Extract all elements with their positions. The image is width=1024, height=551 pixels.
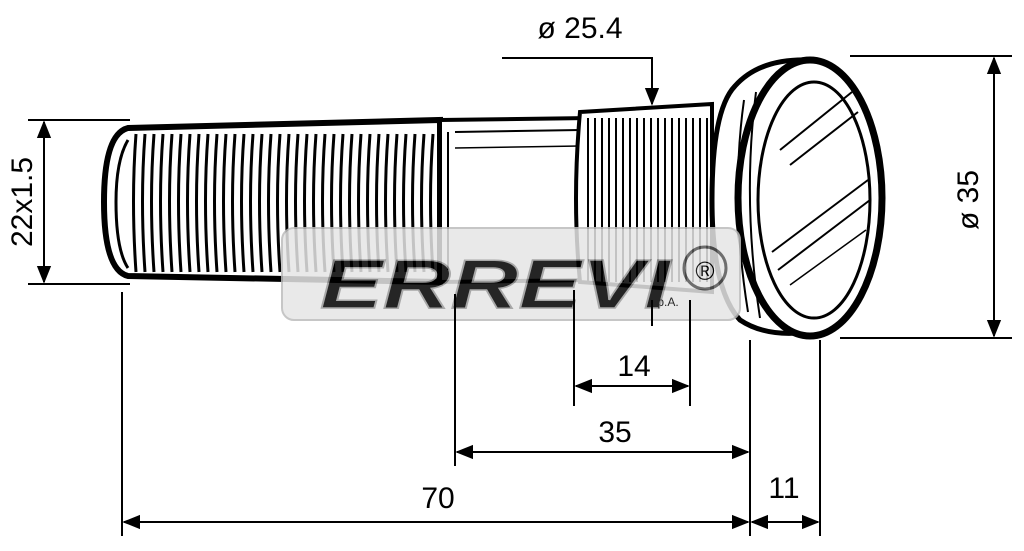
dimension-head-thickness: 11 (750, 340, 821, 536)
threaded-section (100, 116, 443, 286)
knurl-length-label: 14 (617, 350, 650, 383)
thread-ridge (267, 133, 273, 273)
registered-mark: ® (695, 256, 714, 286)
head-thickness-label: 11 (768, 472, 799, 505)
watermark-brand: ERREVI (320, 245, 672, 323)
registered-mark-icon (682, 245, 728, 291)
thread-ridge (276, 133, 282, 273)
thread-ridge (168, 133, 174, 273)
stud-head (709, 56, 886, 340)
head-diameter-label: ø 35 (952, 170, 985, 230)
thread-ridge (177, 133, 183, 273)
thread-ridge (204, 133, 210, 273)
thread-ridge (213, 133, 219, 273)
thread-ridge (258, 133, 264, 273)
dimension-knurl-length: 14 (573, 290, 691, 406)
dimension-overall-length: 70 (121, 292, 750, 536)
overall-length-label: 70 (421, 482, 454, 515)
shank-length-label: 35 (598, 416, 631, 449)
thread-label: 22x1.5 (6, 157, 39, 247)
dimension-knurl-diameter: ø 25.4 (502, 12, 660, 326)
thread-ridge (195, 133, 201, 273)
thread-ridge (186, 133, 192, 273)
thread-ridge (240, 133, 246, 273)
thread-ridge (141, 133, 147, 273)
dimension-thread: 22x1.5 (6, 119, 130, 285)
thread-ridge (150, 133, 156, 273)
thread-ridge (132, 133, 138, 273)
thread-ridge (231, 133, 237, 273)
thread-ridge (222, 133, 228, 273)
thread-ridge (159, 133, 165, 273)
dimension-shank-length: 35 (454, 294, 751, 536)
dimension-head-diameter: ø 35 (840, 55, 1012, 339)
watermark: ERREVI ® s.p.A. (281, 227, 741, 324)
thread-ridge (249, 133, 255, 273)
watermark-suffix: s.p.A. (648, 295, 679, 309)
knurl-diameter-label: ø 25.4 (537, 12, 622, 45)
